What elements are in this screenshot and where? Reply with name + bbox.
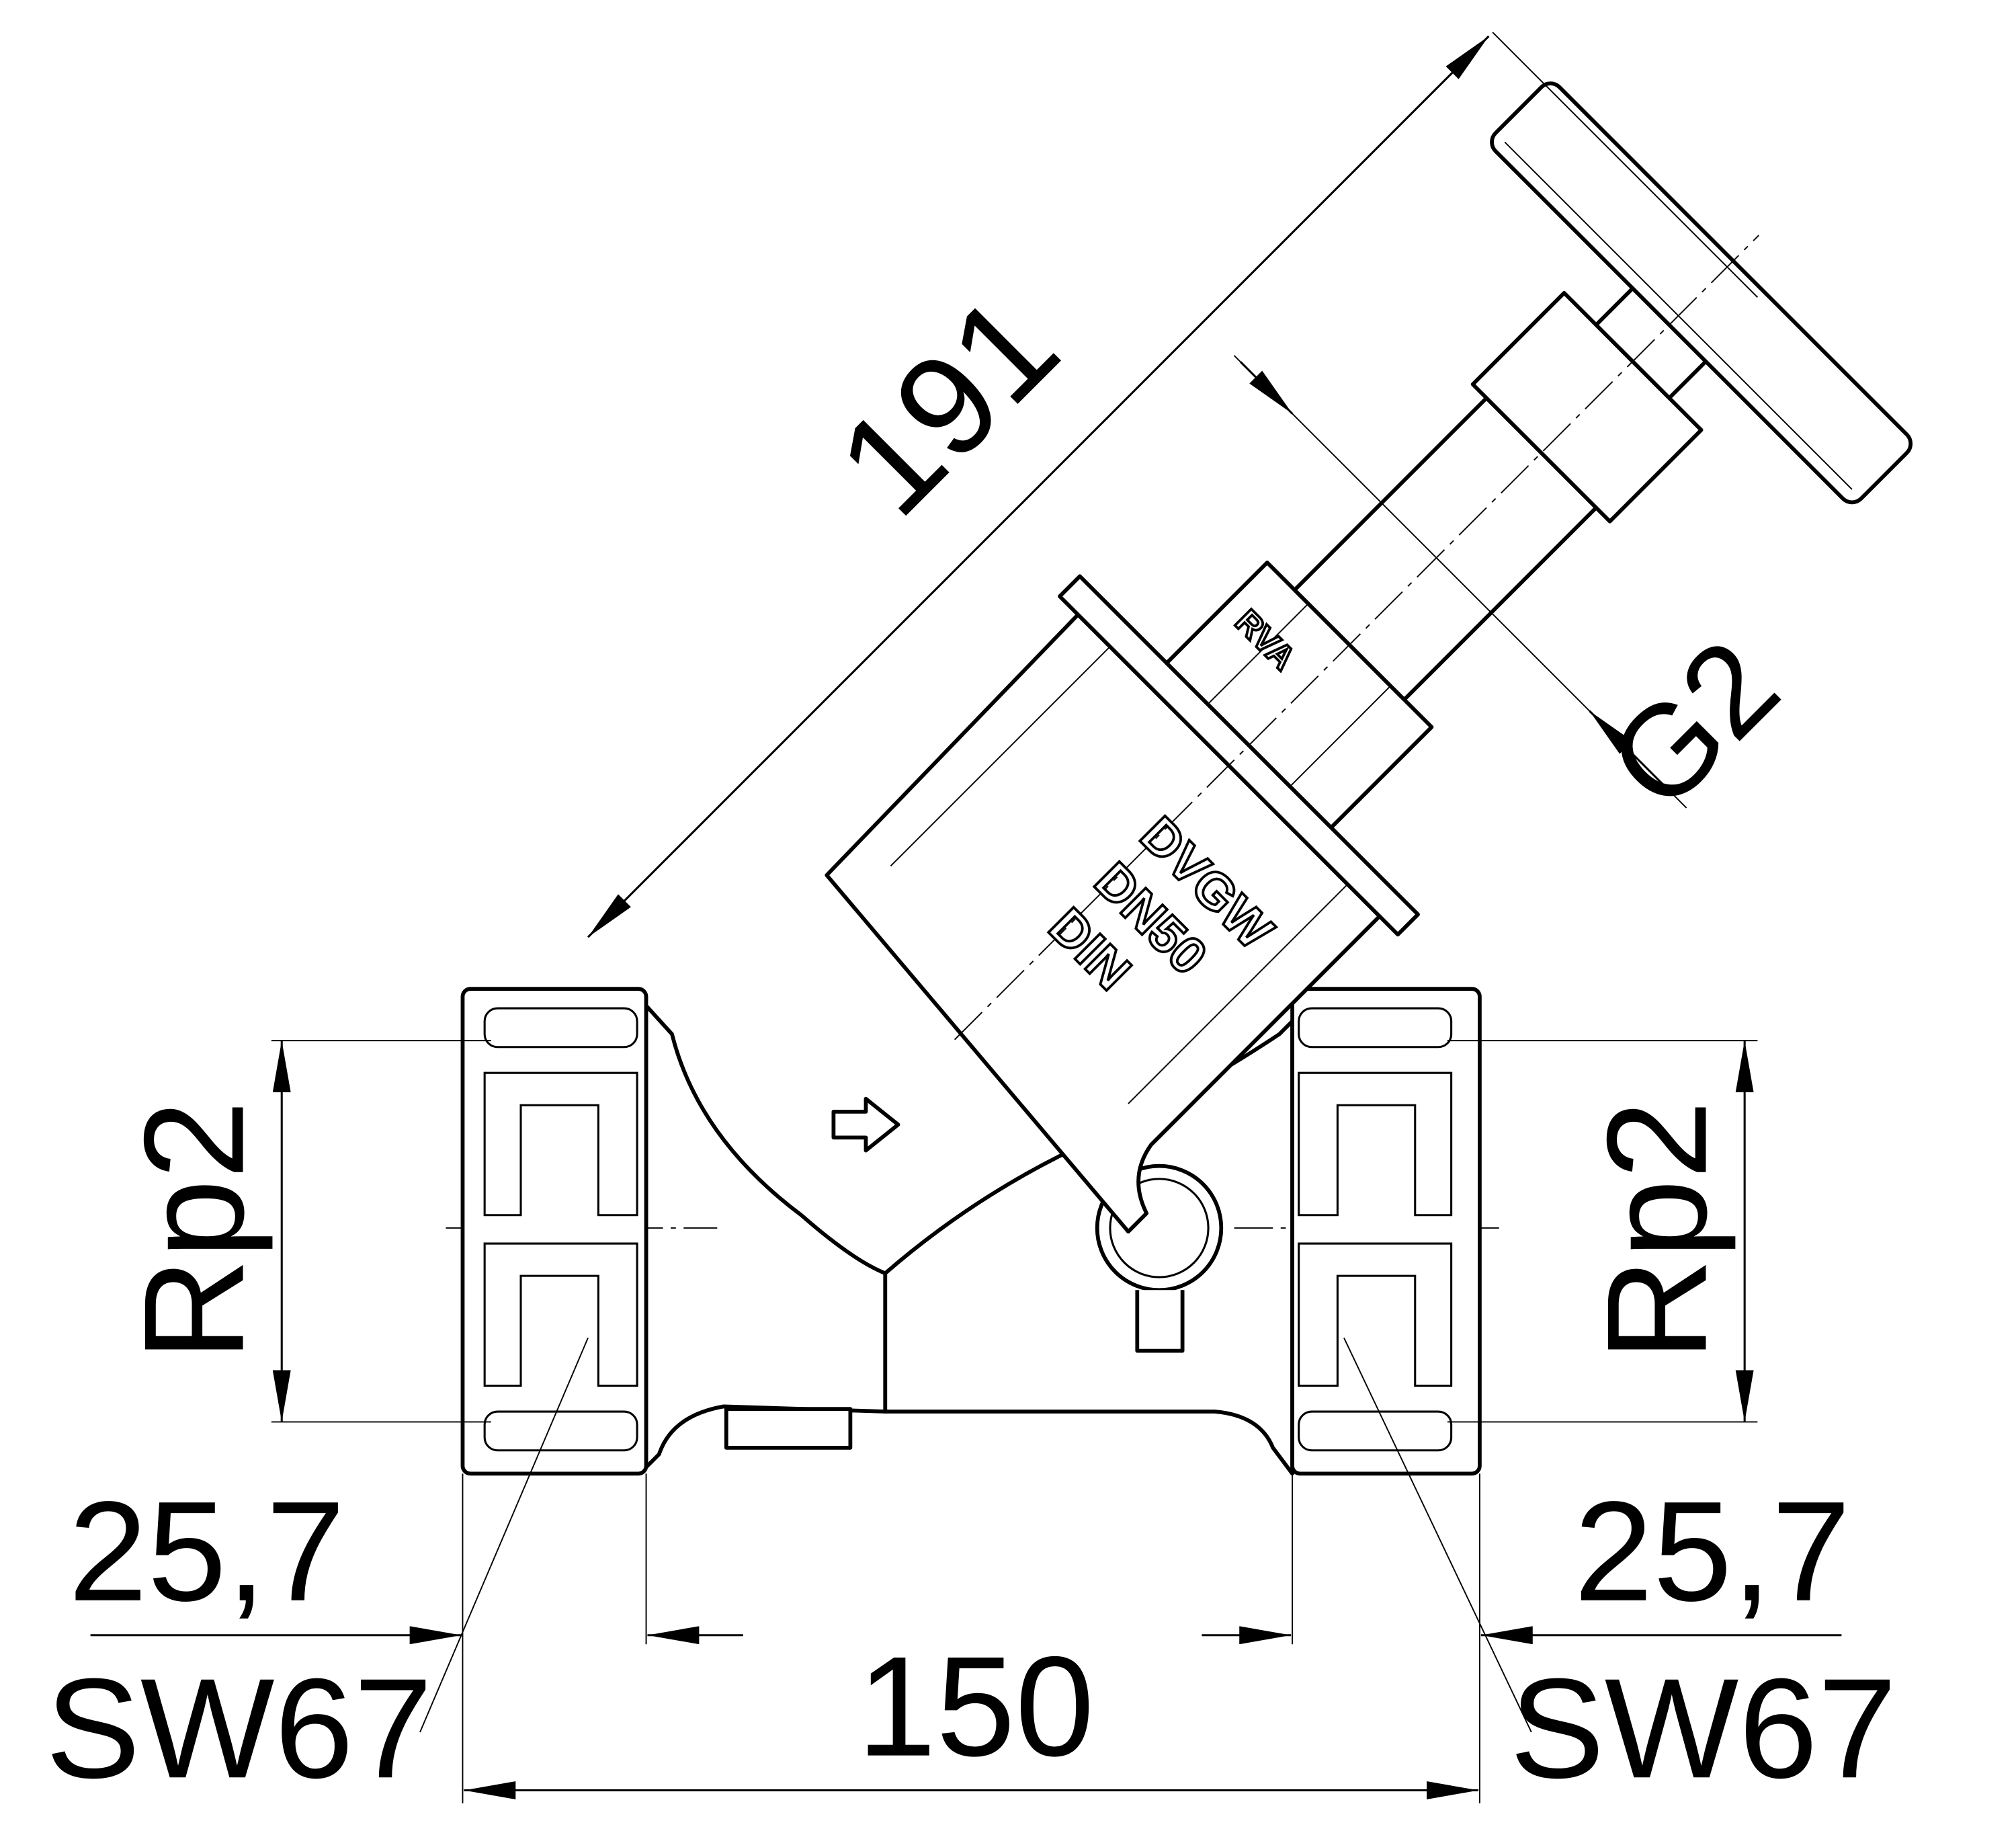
valve-body [446, 1004, 1499, 1476]
svg-text:25,7: 25,7 [69, 1472, 345, 1631]
dimension-rp2-right: Rp2 [1447, 1040, 1758, 1423]
svg-text:SW67: SW67 [46, 1649, 433, 1807]
svg-text:G2: G2 [1581, 612, 1805, 836]
flow-direction-arrow [831, 1096, 900, 1153]
svg-text:SW67: SW67 [1510, 1649, 1897, 1807]
right-union-nut [1290, 987, 1482, 1476]
svg-text:Rp2: Rp2 [115, 1100, 274, 1361]
dimension-25-7-right: 25,7 [1202, 1472, 1851, 1803]
dimension-25-7-left: 25,7 [69, 1472, 743, 1803]
wrench-size-right: SW67 [1343, 1338, 1897, 1807]
left-union-nut [460, 987, 648, 1476]
test-nipple [1135, 1290, 1185, 1353]
wrench-size-left: SW67 [46, 1338, 589, 1807]
svg-text:Rp2: Rp2 [1577, 1100, 1736, 1361]
svg-text:25,7: 25,7 [1574, 1472, 1851, 1631]
dimension-150: 150 [464, 1627, 1478, 1799]
drain-plug [724, 1407, 853, 1450]
svg-text:150: 150 [857, 1627, 1094, 1786]
svg-text:191: 191 [808, 265, 1087, 544]
dimension-rp2-left: Rp2 [115, 1040, 491, 1423]
